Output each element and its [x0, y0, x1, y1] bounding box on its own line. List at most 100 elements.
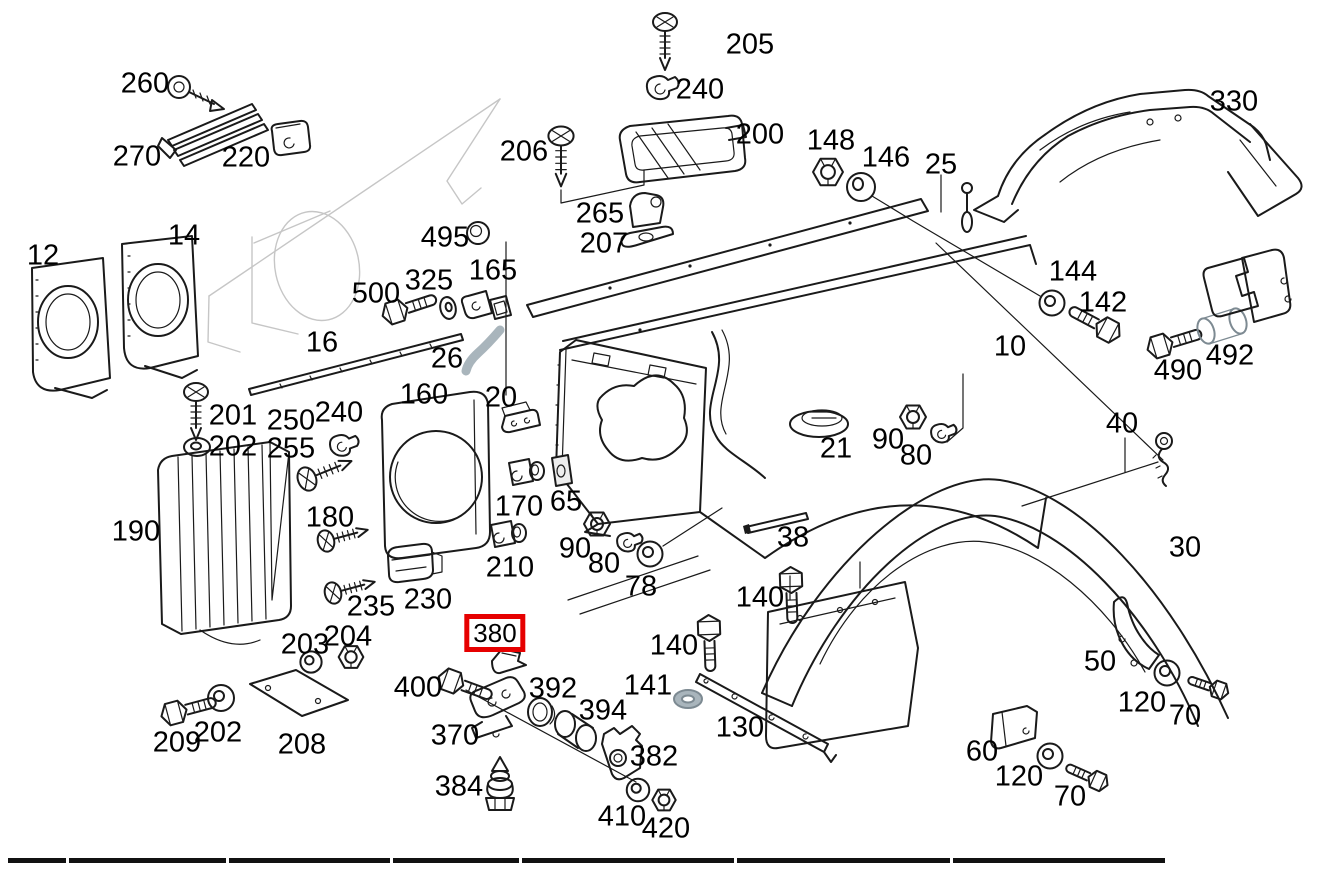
part-392-bushing [528, 698, 555, 726]
part-label-25[interactable]: 25 [924, 148, 958, 181]
part-label-255[interactable]: 255 [266, 432, 316, 465]
part-330-wheel-arch-liner [974, 90, 1302, 222]
part-label-21[interactable]: 21 [819, 432, 853, 465]
part-label-40[interactable]: 40 [1105, 407, 1139, 440]
part-190-headlight-guard [158, 442, 291, 644]
part-label-30[interactable]: 30 [1168, 531, 1202, 564]
part-label-140[interactable]: 140 [649, 629, 699, 662]
part-label-16[interactable]: 16 [305, 326, 339, 359]
part-label-144[interactable]: 144 [1048, 255, 1098, 288]
part-label-203[interactable]: 203 [280, 628, 330, 661]
part-label-141[interactable]: 141 [623, 669, 673, 702]
part-label-270[interactable]: 270 [112, 140, 162, 173]
part-label-490[interactable]: 490 [1153, 354, 1203, 387]
part-260-screw [168, 76, 224, 111]
part-label-180[interactable]: 180 [305, 501, 355, 534]
part-label-60[interactable]: 60 [965, 735, 999, 768]
part-label-208[interactable]: 208 [277, 728, 327, 761]
part-label-50[interactable]: 50 [1083, 645, 1117, 678]
part-382-bracket [602, 726, 642, 779]
part-label-220[interactable]: 220 [221, 141, 271, 174]
part-25-rivet [962, 183, 972, 232]
part-label-70[interactable]: 70 [1053, 780, 1087, 813]
part-label-370[interactable]: 370 [430, 719, 480, 752]
part-30-fender-flare [762, 479, 1228, 726]
part-label-330[interactable]: 330 [1209, 85, 1259, 118]
part-label-420[interactable]: 420 [641, 812, 691, 845]
part-65-plate [552, 455, 572, 486]
part-label-146[interactable]: 146 [861, 141, 911, 174]
part-label-495[interactable]: 495 [420, 221, 470, 254]
part-label-70[interactable]: 70 [1168, 699, 1202, 732]
part-label-230[interactable]: 230 [403, 583, 453, 616]
part-label-20[interactable]: 20 [484, 381, 518, 414]
part-130-strip [696, 674, 836, 762]
part-label-260[interactable]: 260 [120, 67, 170, 100]
part-label-392[interactable]: 392 [528, 672, 578, 705]
part-label-205[interactable]: 205 [725, 28, 775, 61]
part-label-160[interactable]: 160 [399, 378, 449, 411]
part-label-142[interactable]: 142 [1078, 286, 1128, 319]
part-label-202[interactable]: 202 [208, 430, 258, 463]
part-label-235[interactable]: 235 [346, 590, 396, 623]
part-label-325[interactable]: 325 [404, 264, 454, 297]
part-14-panel [122, 236, 198, 378]
part-label-90[interactable]: 90 [558, 532, 592, 565]
part-label-190[interactable]: 190 [111, 515, 161, 548]
part-label-206[interactable]: 206 [499, 135, 549, 168]
part-label-26[interactable]: 26 [430, 342, 464, 375]
part-label-240[interactable]: 240 [314, 396, 364, 429]
part-label-265[interactable]: 265 [575, 197, 625, 230]
part-label-492[interactable]: 492 [1205, 339, 1255, 372]
part-label-384[interactable]: 384 [434, 770, 484, 803]
part-label-10[interactable]: 10 [993, 330, 1027, 363]
part-380-clip [492, 649, 526, 673]
part-label-204[interactable]: 204 [323, 620, 373, 653]
part-label-201[interactable]: 201 [208, 399, 258, 432]
part-label-250[interactable]: 250 [266, 404, 316, 437]
part-16-strip [249, 334, 463, 395]
scale-bar-segment [69, 858, 226, 863]
part-label-165[interactable]: 165 [468, 254, 518, 287]
part-label-80[interactable]: 80 [587, 547, 621, 580]
part-370-bracket [470, 677, 525, 738]
part-label-14[interactable]: 14 [167, 219, 201, 252]
part-495-grommet [467, 222, 489, 244]
part-label-210[interactable]: 210 [485, 551, 535, 584]
part-label-170[interactable]: 170 [494, 490, 544, 523]
part-label-120[interactable]: 120 [994, 760, 1044, 793]
part-label-394[interactable]: 394 [578, 694, 628, 727]
fender-mud-flap [766, 562, 918, 748]
part-label-65[interactable]: 65 [549, 485, 583, 518]
part-label-148[interactable]: 148 [806, 124, 856, 157]
part-label-209[interactable]: 209 [152, 726, 202, 759]
part-label-410[interactable]: 410 [597, 800, 647, 833]
part-384-buffer [486, 757, 514, 810]
part-label-38[interactable]: 38 [776, 521, 810, 554]
part-label-500[interactable]: 500 [351, 277, 401, 310]
part-202b-washer [208, 685, 234, 711]
part-label-207[interactable]: 207 [579, 227, 629, 260]
part-label-80[interactable]: 80 [899, 439, 933, 472]
part-label-200[interactable]: 200 [735, 118, 785, 151]
highlighted-part-label-380[interactable]: 380 [464, 614, 526, 652]
part-label-400[interactable]: 400 [393, 671, 443, 704]
part-label-12[interactable]: 12 [26, 239, 60, 272]
part-207-clipnut [621, 227, 673, 247]
scale-bar-segment [737, 858, 950, 863]
part-label-140[interactable]: 140 [735, 581, 785, 614]
part-label-240[interactable]: 240 [675, 73, 725, 106]
part-label-202[interactable]: 202 [193, 716, 243, 749]
part-270-rail [158, 104, 268, 166]
part-60-bracket [991, 706, 1037, 748]
part-26-tube [466, 330, 500, 371]
bracket-492-mount [1204, 250, 1292, 322]
part-label-120[interactable]: 120 [1117, 686, 1167, 719]
part-label-90[interactable]: 90 [871, 423, 905, 456]
part-label-382[interactable]: 382 [629, 740, 679, 773]
part-label-78[interactable]: 78 [624, 570, 658, 603]
part-label-130[interactable]: 130 [715, 711, 765, 744]
part-165-clip [462, 291, 511, 319]
part-141-washer [674, 690, 702, 708]
